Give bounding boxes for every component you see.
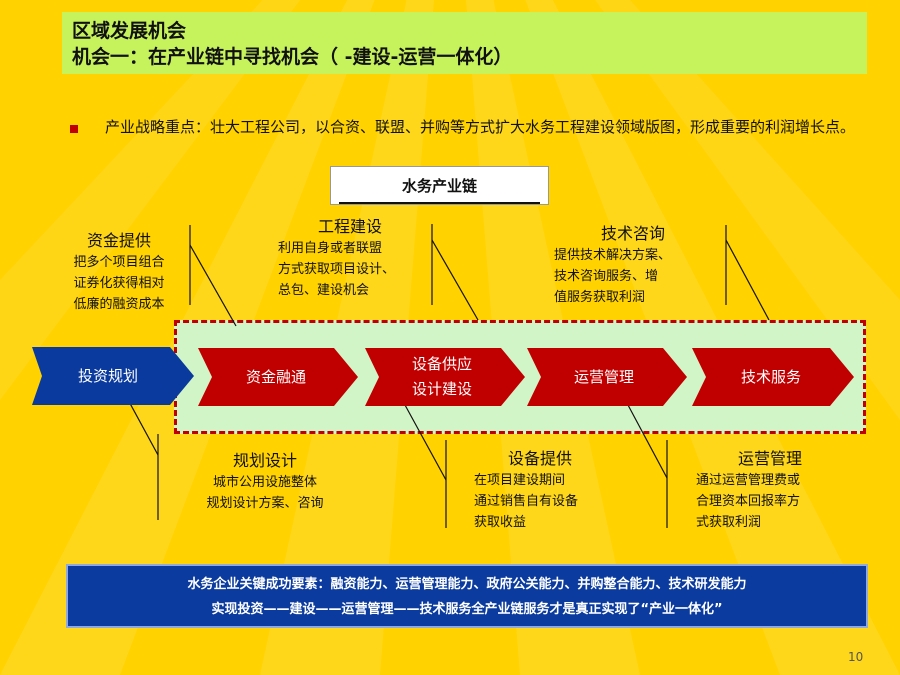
callout-heading: 工程建设 [317, 217, 382, 236]
callout-funding: 资金提供 把多个项目组合 证券化获得相对 低廉的融资成本 [44, 230, 194, 315]
title-band: 区域发展机会 机会一：在产业链中寻找机会（ -建设-运营一体化） [62, 12, 867, 74]
callout-heading: 设备提供 [507, 449, 572, 468]
callout-line: 技术咨询服务、增 [554, 269, 659, 284]
arrow-financing [198, 348, 358, 406]
callout-heading: 技术咨询 [600, 224, 665, 243]
callout-heading: 规划设计 [232, 451, 297, 470]
callout-line: 利用自身或者联盟 [278, 241, 383, 256]
callout-consulting: 技术咨询 提供技术解决方案、 技术咨询服务、增 值服务获取利润 [548, 223, 718, 308]
chain-title: 水务产业链 [330, 166, 549, 205]
callout-line: 合理资本回报率方 [696, 494, 801, 509]
arrow-investment-planning [32, 347, 194, 405]
page-number: 10 [848, 650, 864, 664]
arrow-label-operation-management: 运营管理 [573, 368, 634, 386]
arrow-technical-service [692, 348, 854, 406]
callout-line: 把多个项目组合 [73, 255, 165, 270]
callout-line: 提供技术解决方案、 [554, 248, 672, 263]
callout-line: 低廉的融资成本 [73, 297, 165, 312]
key-success-factors-box: 水务企业关键成功要素：融资能力、运营管理能力、政府公关能力、并购整合能力、技术研… [66, 564, 868, 628]
footer-line-2: 实现投资——建设——运营管理——技术服务全产业链服务才是真正实现了“产业一体化” [211, 602, 723, 617]
callout-line: 通过运营管理费或 [696, 473, 801, 488]
callout-line: 在项目建设期间 [474, 473, 566, 488]
callout-line: 值服务获取利润 [554, 290, 646, 305]
callout-line: 式获取利润 [696, 515, 762, 530]
callout-line: 规划设计方案、咨询 [206, 496, 324, 511]
callout-line: 证券化获得相对 [73, 276, 165, 291]
arrow-label-technical-service: 技术服务 [740, 368, 801, 386]
callout-heading: 运营管理 [737, 449, 802, 468]
callout-operation: 运营管理 通过运营管理费或 合理资本回报率方 式获取利润 [690, 448, 850, 533]
arrow-operation-management [527, 348, 687, 406]
arrow-label-investment-planning: 投资规划 [77, 367, 138, 385]
chain-title-underline [339, 202, 540, 204]
intro-text: 产业战略重点：壮大工程公司，以合资、联盟、并购等方式扩大水务工程建设领域版图，形… [105, 118, 856, 136]
arrow-label-equipment-supply: 设备供应 [411, 355, 472, 373]
arrow-label-financing: 资金融通 [245, 368, 306, 386]
callout-heading: 资金提供 [86, 231, 151, 250]
bullet-square-icon [70, 125, 78, 133]
callout-planning-design: 规划设计 城市公用设施整体 规划设计方案、咨询 [180, 450, 350, 514]
slide-title: 机会一：在产业链中寻找机会（ -建设-运营一体化） [72, 46, 513, 68]
callout-line: 获取收益 [474, 515, 527, 530]
arrow-equipment-design [365, 348, 525, 406]
callout-line: 方式获取项目设计、 [278, 262, 396, 277]
callout-line: 城市公用设施整体 [212, 475, 317, 490]
callout-line: 总包、建设机会 [278, 283, 370, 298]
footer-line-1: 水务企业关键成功要素：融资能力、运营管理能力、政府公关能力、并购整合能力、技术研… [187, 577, 747, 592]
callout-line: 通过销售自有设备 [474, 494, 579, 509]
section-title: 区域发展机会 [72, 20, 187, 42]
callout-equipment: 设备提供 在项目建设期间 通过销售自有设备 获取收益 [470, 448, 630, 533]
callout-engineering: 工程建设 利用自身或者联盟 方式获取项目设计、 总包、建设机会 [270, 216, 430, 301]
arrow-label-design-build: 设计建设 [411, 380, 472, 398]
